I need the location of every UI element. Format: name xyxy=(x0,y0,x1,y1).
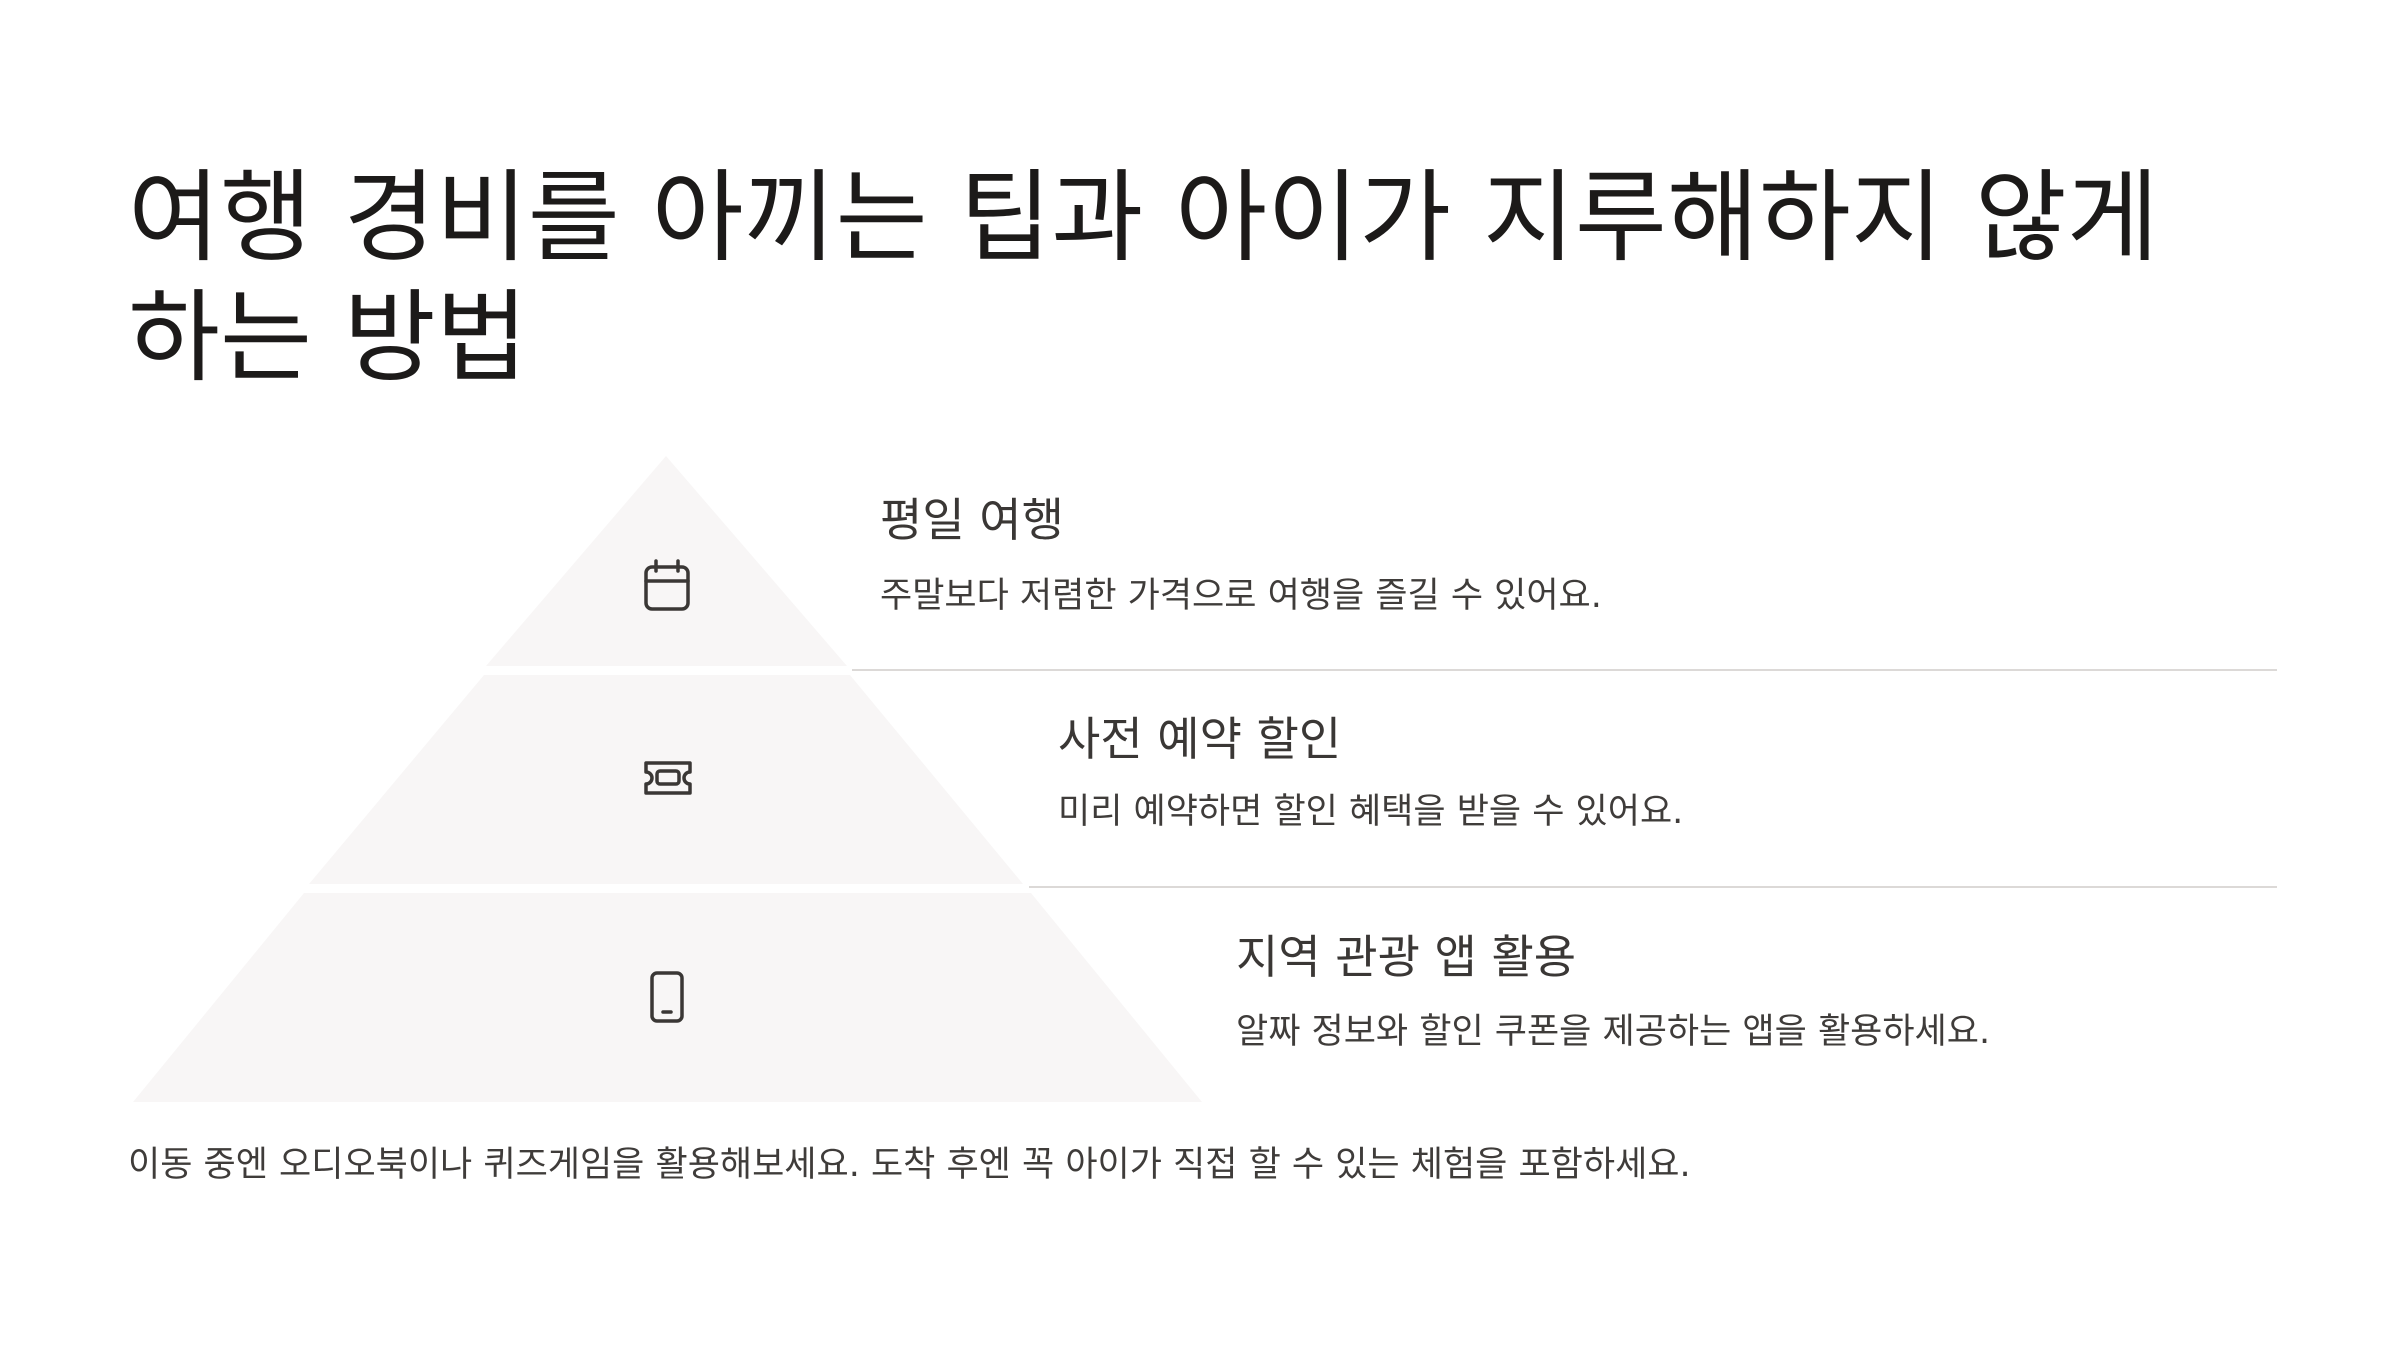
smartphone-icon xyxy=(650,971,684,1023)
tier-3-description: 알짜 정보와 할인 쿠폰을 제공하는 앱을 활용하세요. xyxy=(1236,1012,1991,1052)
tier-3-heading: 지역 관광 앱 활용 xyxy=(1236,930,1577,984)
tier-1-description: 주말보다 저렴한 가격으로 여행을 즐길 수 있어요. xyxy=(880,576,1602,616)
ticket-icon xyxy=(644,761,692,795)
pyramid-tier-bottom xyxy=(133,893,1202,1102)
tier-2-heading: 사전 예약 할인 xyxy=(1058,712,1342,766)
divider-tier-1 xyxy=(852,669,2277,671)
page-title: 여행 경비를 아끼는 팁과 아이가 지루해하지 않게 하는 방법 xyxy=(128,159,2159,396)
tier-2-description: 미리 예약하면 할인 혜택을 받을 수 있어요. xyxy=(1058,792,1684,832)
footer-tip: 이동 중엔 오디오북이나 퀴즈게임을 활용해보세요. 도착 후엔 꼭 아이가 직… xyxy=(128,1145,1691,1185)
pyramid-tier-middle xyxy=(309,675,1023,884)
divider-tier-2 xyxy=(1029,886,2277,888)
calendar-icon xyxy=(644,559,690,611)
pyramid-tier-top xyxy=(486,456,847,666)
tier-1-heading: 평일 여행 xyxy=(880,493,1064,547)
